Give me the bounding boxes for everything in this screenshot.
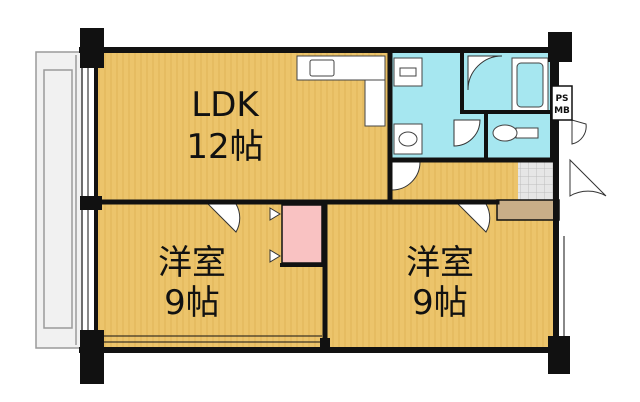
closet-door-marks [269,207,281,263]
kitchen-counter [296,55,386,127]
closet-door-top [269,207,281,221]
balcony-rail [43,69,73,329]
pillars [80,28,572,384]
door-swing-bath [467,55,503,91]
balcony [35,51,83,349]
pillar-mid-left [80,196,102,210]
closet-door-bottom [269,249,281,263]
western-room-left-size: 9帖 [164,283,220,323]
western-room-left-name: 洋室 [158,243,226,283]
pillar-top-right [548,32,572,62]
western-room-right-size: 9帖 [412,283,468,323]
toilet-tank [515,127,539,139]
ldk-room-name: LDK [191,85,260,125]
closet [281,204,323,264]
pillar-center [320,338,330,352]
walls [79,47,559,353]
genkan-floor [518,162,556,202]
western-room-right-name: 洋室 [406,243,474,283]
wash-basin-bowl [398,131,418,147]
kitchen-counter-side [364,79,386,127]
shoe-box [496,199,560,221]
pillar-top-left [80,28,104,68]
bath-tub-inner [516,62,544,108]
wash-basin-icon [393,123,423,155]
washing-machine-pan [393,57,423,87]
ldk-room-size: 12帖 [186,127,263,167]
washing-machine-mark [399,67,417,77]
toilet-bowl [492,124,518,142]
balcony-floor [35,51,83,349]
mb-label: MB [554,106,570,116]
pillar-bottom-left [80,330,104,384]
kitchen-sink-icon [309,59,335,77]
door-swing-washroom [391,161,421,191]
toilet-icon [492,124,539,142]
door-swing-toilet [453,119,481,147]
ps-mb-box [551,85,573,121]
pillar-bottom-right [548,336,570,374]
windows [81,64,565,343]
ps-label: PS [555,94,568,104]
door-swing-entrance [569,158,607,197]
door-swing-icon [206,55,607,233]
door-swing-ps [571,119,587,145]
bath-tub-icon [511,57,549,113]
western-room-right-floor [326,202,556,350]
